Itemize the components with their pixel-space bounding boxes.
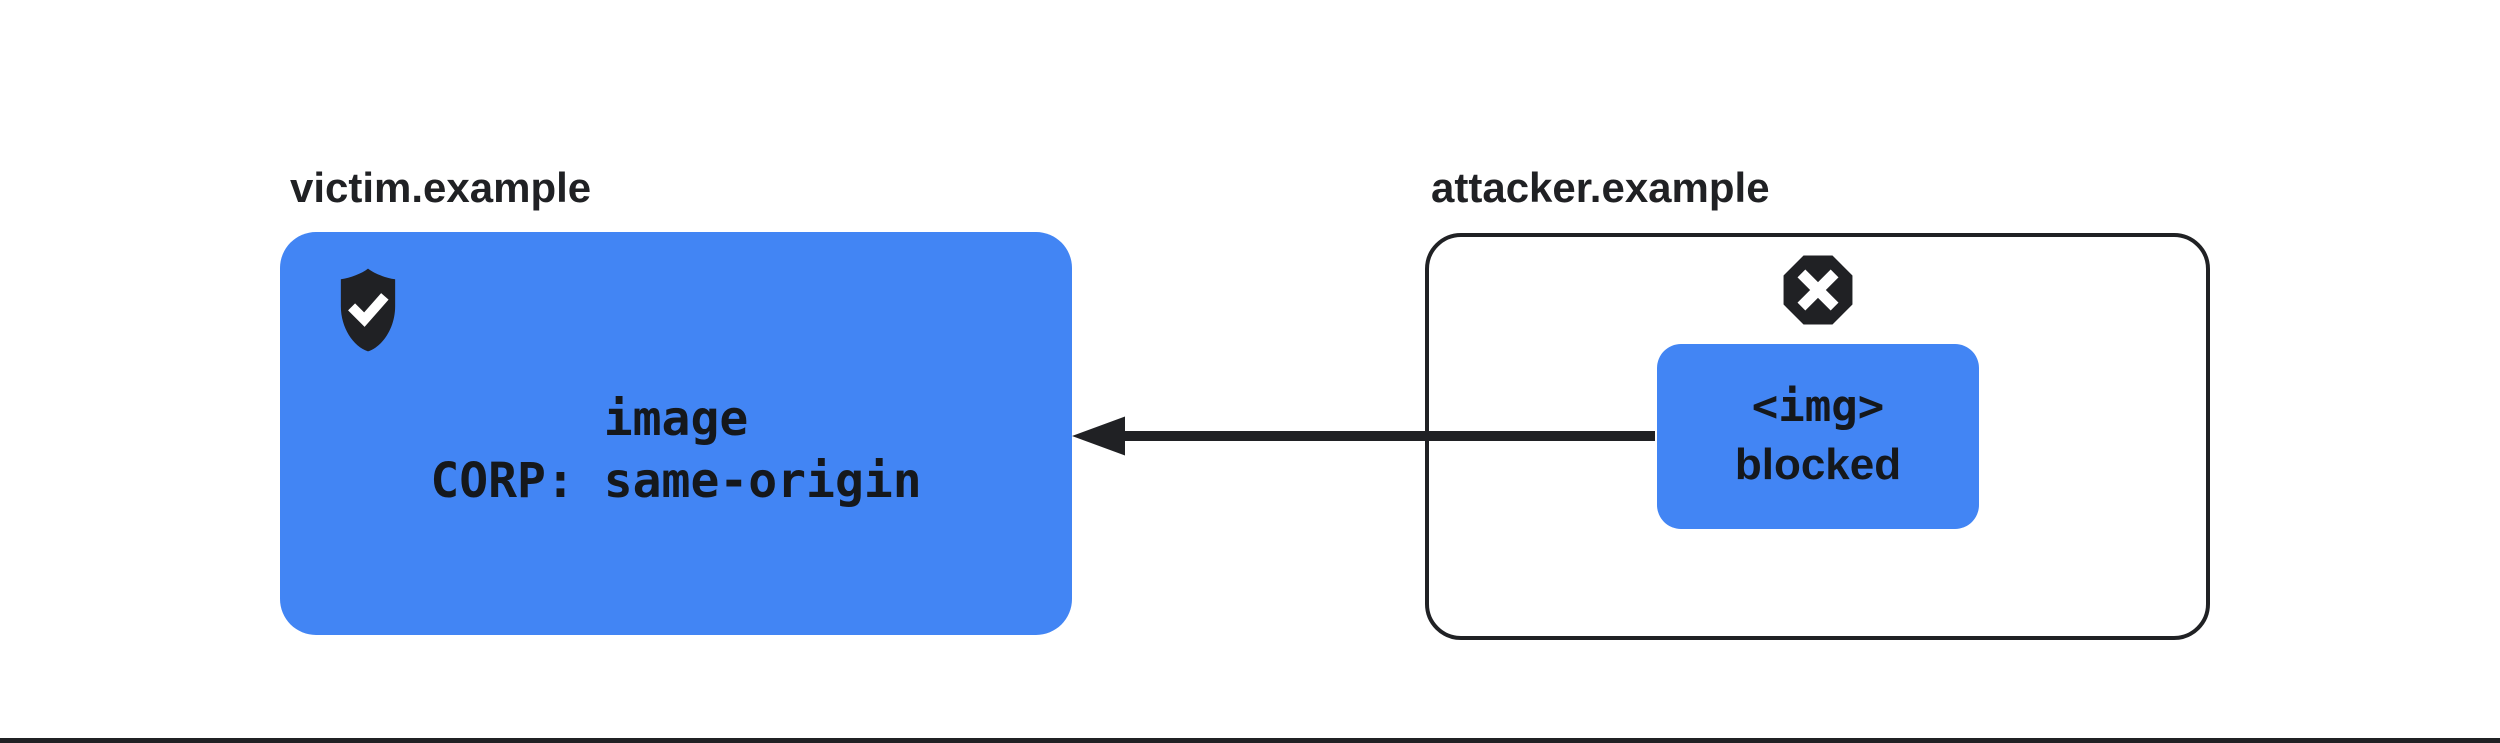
- victim-domain-label: victim.example: [290, 164, 592, 211]
- request-arrow: [1072, 416, 1655, 456]
- img-tag-label: <img>: [1751, 381, 1885, 432]
- blocked-x-octagon-icon: [1783, 255, 1852, 325]
- attacker-page-box: <img> blocked: [1425, 233, 2210, 640]
- victim-resource-line2: CORP: same-origin: [430, 453, 922, 509]
- victim-resource-text: image CORP: same-origin: [280, 388, 1072, 512]
- shield-check-icon: [340, 268, 396, 352]
- bottom-rule: [0, 738, 2500, 743]
- attacker-domain-label: attacker.example: [1431, 164, 1770, 211]
- img-blocked-text: <img> blocked: [1657, 378, 1979, 494]
- victim-resource-line1: image: [603, 391, 749, 447]
- img-blocked-box: <img> blocked: [1657, 344, 1979, 529]
- victim-resource-box: image CORP: same-origin: [280, 232, 1072, 635]
- blocked-label: blocked: [1734, 440, 1902, 489]
